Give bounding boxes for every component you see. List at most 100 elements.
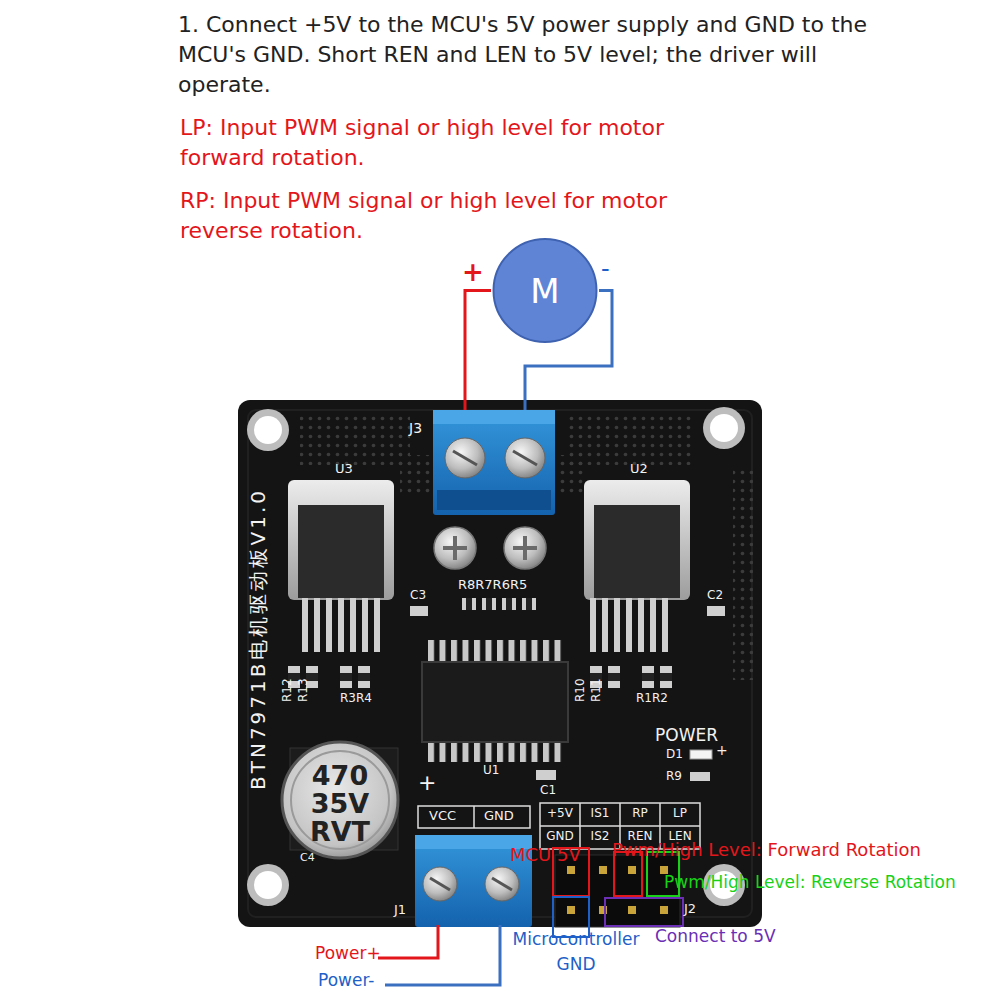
part-ref: R1R2: [636, 692, 668, 706]
via-array: [565, 415, 695, 465]
pin-name: RP: [620, 807, 660, 821]
capacitor-value: 470: [295, 760, 385, 791]
pin-name: +5V: [540, 807, 580, 821]
annotation: Pwm/High Level: Reverse Rotation: [664, 873, 956, 893]
screw-slot: [492, 878, 512, 890]
part-ref: C3: [410, 589, 426, 603]
power-label: POWER: [655, 726, 718, 746]
annotation: Pwm/High Level: Forward Rotation: [612, 840, 921, 861]
polarity-mark: +: [462, 258, 484, 288]
header-pins: [567, 866, 668, 914]
mosfet-tab: [584, 480, 690, 600]
annotation: Power+: [315, 944, 381, 964]
screw-slot: [453, 451, 477, 465]
resistor-symbol: [482, 598, 496, 610]
part-ref: R12: [281, 678, 295, 702]
ic-body: [422, 662, 568, 742]
header-pin: [567, 906, 575, 914]
terminal-block-outline: [433, 410, 555, 515]
part-ref: R11: [590, 678, 604, 702]
pin-name: LP: [660, 807, 700, 821]
pin-name: IS1: [580, 807, 620, 821]
pad-center: [466, 598, 472, 610]
part-ref: C2: [707, 589, 723, 603]
part-ref: J1: [394, 903, 406, 918]
mount-hole: [254, 416, 282, 444]
capacitor-symbol: [410, 606, 428, 616]
header-pin: [567, 866, 575, 874]
capacitor-symbol: [536, 770, 556, 780]
mount-hole: [247, 864, 289, 906]
motor-label: M: [490, 237, 600, 344]
pad-center: [486, 598, 492, 610]
terminal-screw: [505, 438, 545, 478]
pad-center: [608, 673, 620, 681]
screw-cross: [443, 536, 467, 560]
capacitor-symbol: [707, 606, 725, 616]
screw-slot: [513, 451, 537, 465]
resistor-symbol: [522, 598, 536, 610]
resistor-symbol: [642, 666, 654, 688]
power-wire: [385, 925, 500, 985]
pad-center: [340, 673, 352, 681]
part-ref: J2: [684, 902, 696, 917]
ic-pins: [428, 640, 566, 664]
header-pin: [628, 906, 636, 914]
part-ref: U3: [335, 462, 353, 477]
part-ref: U1: [483, 764, 499, 778]
board-title: BTN7971B电机驱动板V1.0: [247, 488, 270, 790]
terminal-label: VCC: [429, 809, 456, 824]
annotation: Power-: [318, 971, 374, 991]
resistor-symbol: [690, 772, 710, 781]
screw-head: [434, 527, 476, 569]
annotation: MCU 5V: [510, 845, 581, 866]
header-housing: [555, 855, 680, 927]
part-ref: U2: [630, 462, 648, 477]
terminal-base: [437, 490, 551, 510]
mount-hole: [254, 871, 282, 899]
annotation: Connect to 5V: [655, 927, 776, 947]
pad-center: [642, 673, 654, 681]
via-array: [400, 455, 430, 495]
terminal-body: [433, 410, 555, 515]
capacitor-ring: [291, 751, 389, 849]
capacitor-top: [282, 742, 398, 858]
part-ref: J3: [409, 420, 422, 436]
header-pin: [628, 866, 636, 874]
pin-note: LP: Input PWM signal or high level for m…: [180, 113, 680, 173]
pin-note: RP: Input PWM signal or high level for m…: [180, 186, 680, 246]
screw-cross: [513, 536, 537, 560]
part-ref: D1: [666, 748, 683, 762]
terminal-screw: [423, 867, 457, 901]
part-ref: R3R4: [340, 692, 372, 706]
mosfet-body: [594, 505, 680, 598]
part-ref: R9: [666, 770, 682, 784]
part-ref: C4: [300, 852, 315, 865]
instruction-note: 1. Connect +5V to the MCU's 5V power sup…: [178, 10, 878, 100]
annotation: Microcontroller GND: [496, 927, 656, 977]
resistor-symbol: [340, 666, 352, 688]
mount-hole: [710, 414, 738, 442]
part-ref: R8R7R6R5: [458, 578, 527, 593]
silkscreen-line: [473, 806, 475, 828]
ic-pins: [428, 740, 566, 762]
silkscreen-box: [418, 806, 530, 828]
part-ref: C1: [540, 784, 556, 798]
terminal-label: GND: [484, 809, 514, 824]
power-wire: [378, 925, 438, 958]
terminal-lip: [433, 410, 555, 424]
resistor-symbol: [608, 666, 620, 688]
polarity-mark: -: [601, 256, 610, 284]
mosfet-legs: [302, 598, 386, 652]
capacitor-value: RVT: [295, 816, 385, 847]
part-ref: R13: [297, 678, 311, 702]
header-pin: [599, 866, 607, 874]
terminal-screw: [445, 438, 485, 478]
screw-slot: [430, 878, 450, 890]
mount-hole: [247, 409, 289, 451]
via-array: [733, 470, 753, 680]
pad-center: [660, 673, 672, 681]
via-array: [560, 455, 584, 495]
